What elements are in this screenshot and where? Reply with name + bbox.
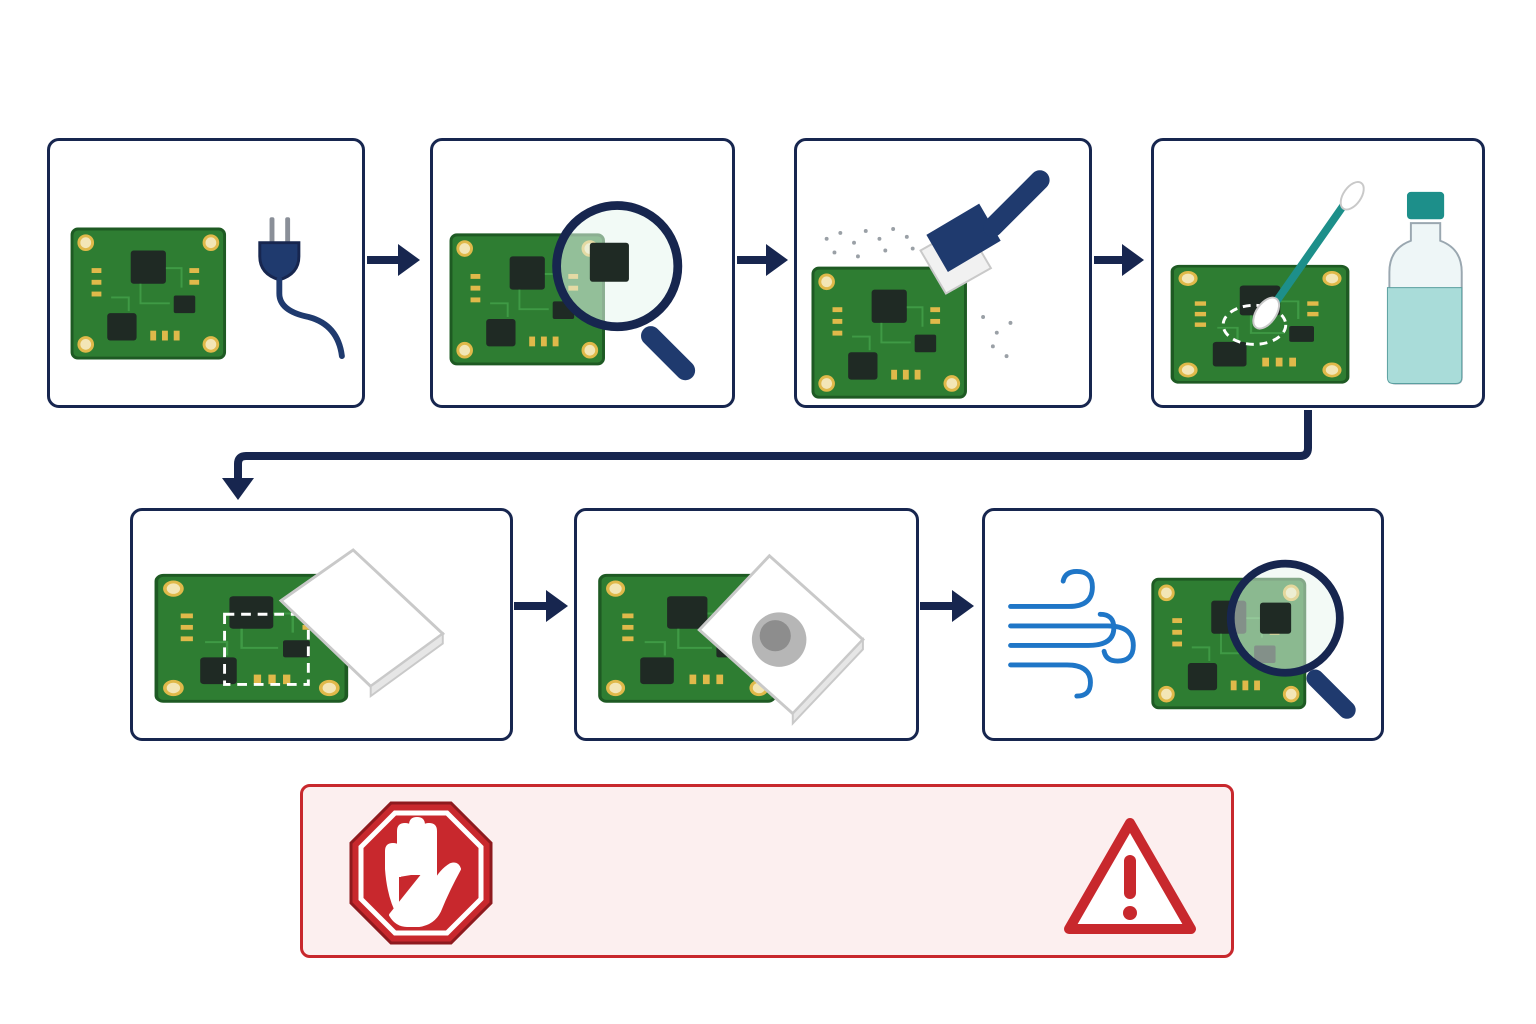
step-2-card bbox=[430, 138, 735, 408]
arrow-6-7 bbox=[920, 590, 974, 622]
cotton-swab-icon bbox=[1252, 181, 1365, 330]
alcohol-bottle-icon bbox=[1386, 191, 1463, 385]
step-7-card bbox=[982, 508, 1384, 741]
step-1-card bbox=[47, 138, 365, 408]
step-4-card bbox=[1151, 138, 1485, 408]
magnifier-icon bbox=[552, 201, 696, 381]
pad-icon bbox=[278, 548, 446, 699]
brush-icon bbox=[919, 170, 1050, 295]
circuit-board-icon bbox=[70, 227, 227, 360]
step-3-card bbox=[794, 138, 1092, 408]
magnifier-icon bbox=[1226, 559, 1356, 719]
stop-hand-icon bbox=[349, 801, 493, 945]
arrow-4-5 bbox=[222, 410, 1312, 500]
power-plug-icon bbox=[258, 217, 345, 360]
circuit-board-icon bbox=[1170, 264, 1350, 385]
step-5-card bbox=[130, 508, 513, 741]
warning-banner bbox=[300, 784, 1234, 958]
dust-particles bbox=[824, 227, 1013, 359]
arrow-2-3 bbox=[737, 244, 788, 276]
air-flow-icon bbox=[1008, 568, 1136, 699]
warning-triangle-icon bbox=[1064, 818, 1196, 934]
step-6-card bbox=[574, 508, 919, 741]
dirty-pad-icon bbox=[697, 553, 866, 726]
arrow-1-2 bbox=[367, 244, 420, 276]
arrow-5-6 bbox=[514, 590, 568, 622]
circuit-board-icon bbox=[154, 573, 349, 704]
arrow-3-4 bbox=[1094, 244, 1144, 276]
